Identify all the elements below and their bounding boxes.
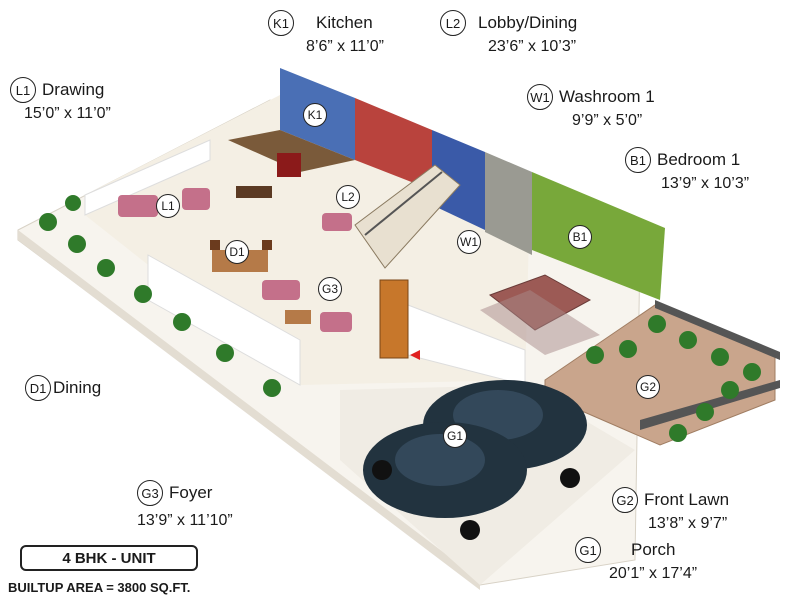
lawn-railing: [655, 300, 780, 360]
legend-washroom: W1 Washroom 1 9’9” x 5’0”: [527, 84, 655, 130]
sofa-1: [118, 195, 158, 217]
lobby-chair: [322, 213, 352, 231]
sofa-2: [182, 188, 210, 210]
legend-dims: 20’1” x 17’4”: [609, 565, 698, 582]
legend-dims: 23’6” x 10’3”: [488, 38, 577, 55]
legend-bedroom: B1 Bedroom 1 13’9” x 10’3”: [625, 147, 749, 193]
legend-dims: 8’6” x 11’0”: [306, 38, 384, 55]
unit-type-box: 4 BHK - UNIT: [20, 545, 198, 571]
legend-code: G3: [137, 480, 163, 506]
car-2: [363, 422, 527, 540]
legend-code: B1: [625, 147, 651, 173]
drawing-wall: [84, 139, 211, 216]
marker-w1: W1: [457, 230, 481, 254]
legend-dims: 9’9” x 5’0”: [572, 112, 643, 129]
legend-dims: 13’8” x 9’7”: [648, 515, 728, 532]
entry-arrow: [410, 350, 420, 360]
marker-k1: K1: [303, 103, 327, 127]
legend-code: L1: [10, 77, 36, 103]
foyer-sofa-1: [262, 280, 300, 300]
legend-code: K1: [268, 10, 294, 36]
legend-name: Front Lawn: [644, 490, 730, 509]
legend-front-lawn: G2 Front Lawn 13’8” x 9’7”: [612, 487, 729, 533]
builtup-area: BUILTUP AREA = 3800 SQ.FT.: [8, 580, 191, 595]
legend-dims: 15’0” x 11’0”: [24, 105, 111, 122]
legend-dims: 13’9” x 11’10”: [137, 512, 233, 529]
foyer-table: [285, 310, 311, 324]
main-door: [379, 279, 409, 359]
legend-code: W1: [527, 84, 553, 110]
legend-name: Washroom 1: [559, 87, 655, 106]
slab-edge: [18, 230, 480, 590]
marker-g3: G3: [318, 277, 342, 301]
legend-foyer: G3 Foyer 13’9” x 11’10”: [137, 480, 233, 530]
kitchen-counter: [228, 130, 355, 172]
marker-l1: L1: [156, 194, 180, 218]
legend-name: Lobby/Dining: [478, 13, 578, 32]
legend-name: Dining: [53, 378, 102, 397]
bedroom-wall: [532, 172, 665, 300]
foyer-wall: [147, 254, 301, 386]
chair-1: [210, 240, 220, 250]
marker-b1: B1: [568, 225, 592, 249]
legend-name: Bedroom 1: [657, 150, 741, 169]
marker-d1: D1: [225, 240, 249, 264]
tv-unit: [236, 186, 272, 198]
stone-wall: [485, 152, 532, 255]
legend-lobby-dining: L2 Lobby/Dining 23’6” x 10’3”: [440, 10, 577, 56]
legend-code: L2: [440, 10, 466, 36]
wash-wall: [432, 130, 485, 230]
legend-code: D1: [25, 375, 51, 401]
legend-name: Drawing: [42, 80, 105, 99]
fridge: [277, 153, 301, 177]
legend-dims: 13’9” x 10’3”: [661, 175, 750, 192]
bed-rug: [480, 290, 600, 355]
legend-kitchen: K1 Kitchen 8’6” x 11’0”: [268, 10, 384, 56]
plants: [39, 195, 761, 442]
legend-porch: G1 Porch 20’1” x 17’4”: [575, 537, 697, 583]
marker-g1: G1: [443, 424, 467, 448]
legend-code: G1: [575, 537, 601, 563]
legend-name: Foyer: [169, 483, 213, 502]
legend-name: Kitchen: [316, 13, 373, 32]
marker-g2: G2: [636, 375, 660, 399]
marker-l2: L2: [336, 185, 360, 209]
legend-code: G2: [612, 487, 638, 513]
lobby-wall: [355, 98, 432, 190]
legend-name: Porch: [631, 540, 676, 559]
chair-2: [262, 240, 272, 250]
staircase: [354, 164, 461, 269]
legend-drawing: L1 Drawing 15’0” x 11’0”: [10, 77, 111, 123]
foyer-sofa-2: [320, 312, 352, 332]
